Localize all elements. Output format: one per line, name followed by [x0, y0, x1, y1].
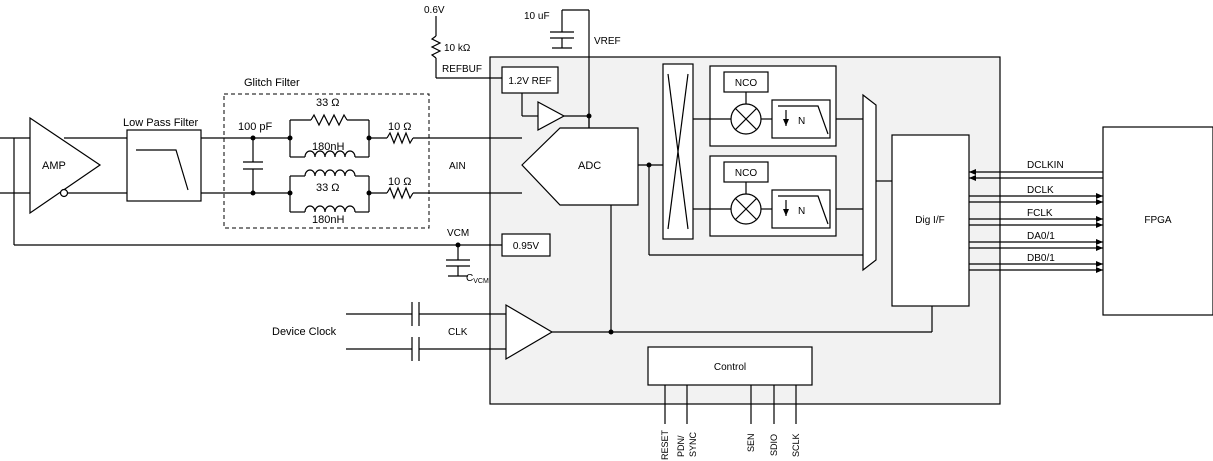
dig-if-block: [891, 134, 970, 307]
label-0p6v: 0.6V: [424, 5, 445, 16]
label-100pf: 100 pF: [238, 121, 273, 133]
label-10k: 10 kΩ: [444, 43, 471, 54]
control-block: [647, 346, 813, 386]
label-180nh-lower: 180nH: [312, 214, 344, 226]
label-33-lower: 33 Ω: [316, 182, 340, 194]
label-nco-1: NCO: [735, 78, 757, 89]
resistor-10-upper: [386, 131, 414, 145]
label-dig-if: Dig I/F: [915, 215, 944, 226]
ref-buffer-amp: [537, 100, 566, 132]
label-glitch-filter: Glitch Filter: [244, 77, 300, 89]
label-dclk: DCLK: [1027, 185, 1054, 196]
label-ain: AIN: [449, 161, 466, 172]
glitch-filter-box: [223, 93, 430, 229]
label-vcm: VCM: [447, 228, 469, 239]
label-adc: ADC: [578, 160, 601, 172]
label-0p95v: 0.95V: [513, 241, 539, 252]
label-vref: VREF: [594, 36, 621, 47]
label-pin-sdio: SDIO: [769, 434, 779, 456]
label-db01: DB0/1: [1027, 253, 1055, 264]
label-device-clock: Device Clock: [272, 326, 337, 338]
label-10uf: 10 uF: [524, 11, 550, 22]
fpga-block: [1102, 126, 1213, 316]
label-pin-reset: RESET: [660, 429, 670, 460]
label-clk: CLK: [448, 327, 468, 338]
low-pass-filter-block: [126, 129, 202, 202]
label-33-upper: 33 Ω: [316, 97, 340, 109]
amp-inverting-output-bubble: [59, 188, 69, 198]
clock-buffer: [505, 303, 554, 361]
inductor-180nh-upper: [304, 150, 356, 158]
label-fclk: FCLK: [1027, 208, 1053, 219]
label-amp: AMP: [42, 160, 66, 172]
label-fpga: FPGA: [1144, 215, 1172, 226]
resistor-33-upper: [310, 113, 348, 127]
label-180nh-upper: 180nH: [312, 141, 344, 153]
label-low-pass-filter: Low Pass Filter: [123, 117, 199, 129]
resistor-10k: [430, 35, 442, 59]
resistor-10-lower: [386, 186, 414, 200]
label-da01: DA0/1: [1027, 231, 1055, 242]
inductor-180nh-lower: [304, 205, 356, 213]
adc-block: [521, 127, 639, 206]
label-10-upper: 10 Ω: [388, 121, 412, 133]
output-mux: [862, 93, 877, 272]
label-10-lower: 10 Ω: [388, 176, 412, 188]
amp-triangle: [29, 116, 102, 215]
label-cvcm: CVCM: [466, 273, 489, 285]
label-1p2v-ref: 1.2V REF: [508, 76, 551, 87]
inductor-180nh-lower-top: [304, 169, 356, 177]
label-pin-pdn: PDN/: [676, 435, 686, 457]
label-pin-sen: SEN: [746, 433, 756, 452]
label-pin-sync: SYNC: [688, 431, 698, 457]
label-n-2: N: [798, 206, 805, 217]
label-refbuf: REFBUF: [442, 64, 482, 75]
vcm-0p95v-block: [501, 233, 551, 257]
label-dclkin: DCLKIN: [1027, 160, 1064, 171]
label-n-1: N: [798, 116, 805, 127]
label-pin-sclk: SCLK: [791, 433, 801, 457]
label-nco-2: NCO: [735, 168, 757, 179]
ref-1p2v-block: [501, 66, 559, 94]
low-pass-response-icon: [136, 149, 189, 191]
label-control: Control: [714, 362, 746, 373]
